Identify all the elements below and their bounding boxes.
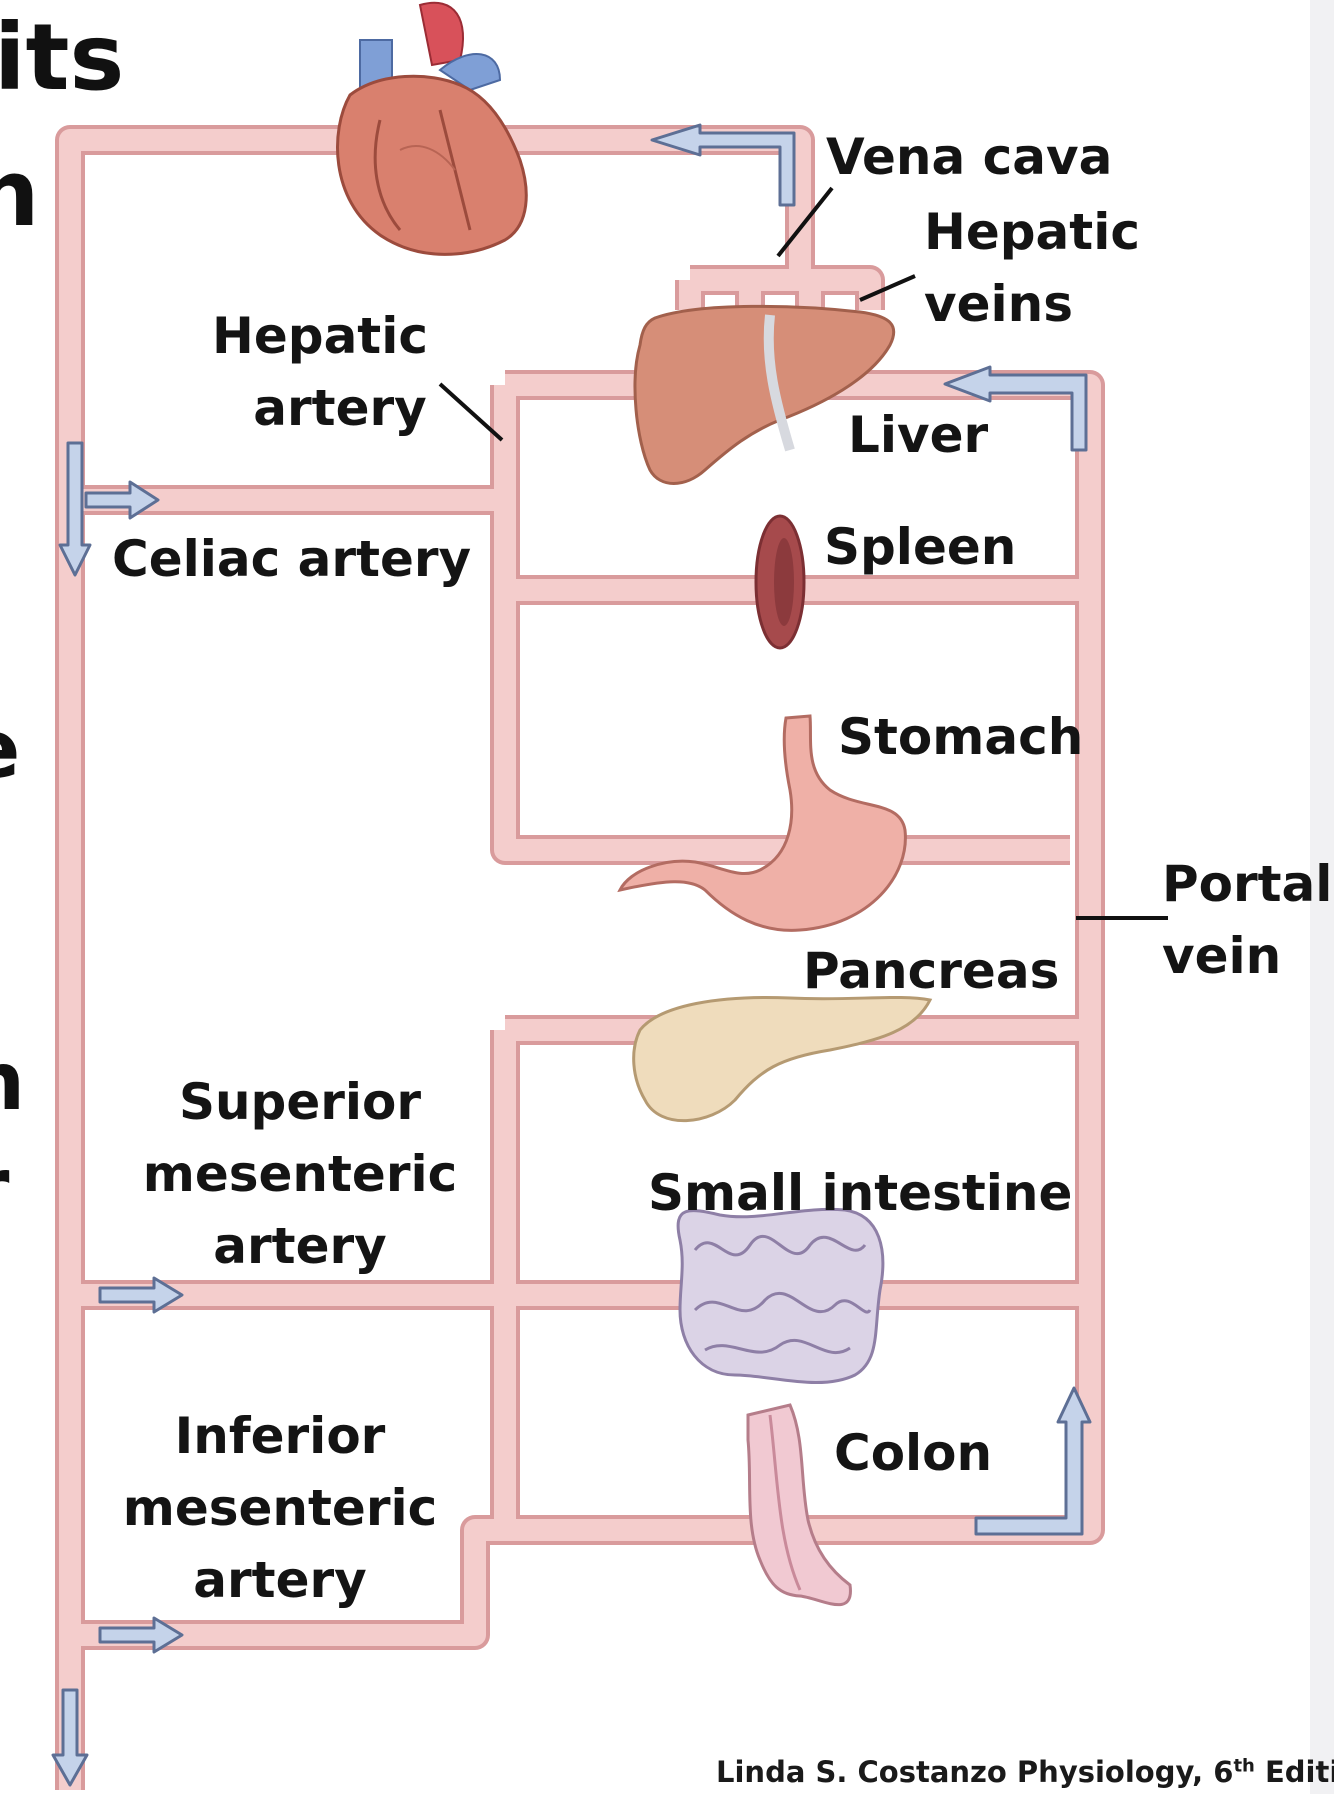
hepatic-artery-label: Hepatic artery bbox=[210, 300, 430, 444]
portal-vein-label: Portal vein bbox=[1162, 848, 1332, 992]
source-credit-text: Linda S. Costanzo Physiology, 6 bbox=[716, 1755, 1234, 1789]
hepatic-veins-label: Hepatic veins bbox=[924, 196, 1140, 340]
portal-vein-label-line1: Portal bbox=[1162, 855, 1333, 913]
slide-text-fragment: n bbox=[0, 140, 40, 247]
spleen-icon bbox=[754, 514, 806, 650]
slide-text-fragment: its bbox=[0, 4, 125, 111]
page-edge-shadow bbox=[1310, 0, 1334, 1794]
liver-label: Liver bbox=[848, 406, 989, 464]
pancreas-label: Pancreas bbox=[803, 942, 1060, 1000]
source-credit: Linda S. Costanzo Physiology, 6th Editio… bbox=[716, 1755, 1334, 1789]
leader-lines bbox=[438, 186, 1168, 920]
slide-text-fragment: e bbox=[0, 710, 20, 790]
celiac-artery-label: Celiac artery bbox=[112, 530, 472, 588]
superior-mesenteric-label-line3: artery bbox=[213, 1217, 387, 1275]
inferior-mesenteric-artery-label: Inferior mesenteric artery bbox=[100, 1400, 460, 1616]
inferior-mesenteric-label-line2: mesenteric bbox=[122, 1479, 438, 1537]
heart-icon bbox=[336, 1, 528, 256]
stomach-label: Stomach bbox=[838, 708, 1084, 766]
slide-text-fragment: r bbox=[0, 1148, 9, 1228]
flow-arrow-icon bbox=[51, 123, 1092, 1787]
superior-mesenteric-label-line1: Superior bbox=[178, 1073, 422, 1131]
source-credit-superscript: th bbox=[1233, 1755, 1255, 1777]
hepatic-artery-label-line2: artery bbox=[253, 379, 427, 437]
small-intestine-label: Small intestine bbox=[648, 1164, 1073, 1222]
liver-icon bbox=[633, 304, 896, 485]
portal-vein-label-line2: vein bbox=[1162, 927, 1282, 985]
superior-mesenteric-label-line2: mesenteric bbox=[142, 1145, 458, 1203]
small-intestine-icon bbox=[676, 1207, 885, 1385]
colon-icon bbox=[746, 1403, 852, 1607]
colon-label: Colon bbox=[834, 1424, 993, 1482]
inferior-mesenteric-label-line3: artery bbox=[193, 1551, 367, 1609]
hepatic-artery-label-line1: Hepatic bbox=[212, 307, 428, 365]
spleen-label: Spleen bbox=[824, 518, 1017, 576]
stomach-icon bbox=[617, 714, 907, 932]
hepatic-veins-label-line1: Hepatic bbox=[924, 203, 1140, 261]
pancreas-icon bbox=[632, 995, 933, 1123]
hepatic-veins-label-line2: veins bbox=[924, 275, 1073, 333]
vena-cava-label: Vena cava bbox=[826, 128, 1113, 186]
source-credit-suffix: Edition bbox=[1264, 1755, 1334, 1789]
inferior-mesenteric-label-line1: Inferior bbox=[174, 1407, 386, 1465]
slide-text-fragment: n bbox=[0, 1042, 25, 1122]
superior-mesenteric-artery-label: Superior mesenteric artery bbox=[120, 1066, 480, 1282]
